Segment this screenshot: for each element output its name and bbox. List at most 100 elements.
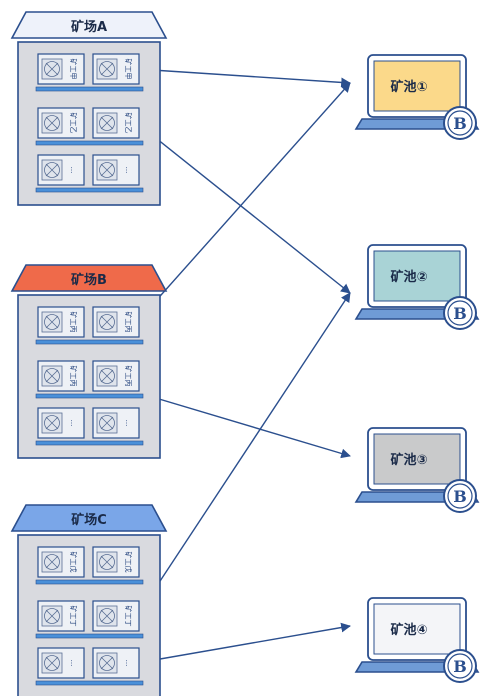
fan-blades	[45, 163, 59, 177]
miner-rig: 矿工戊	[92, 546, 140, 578]
miner-rig: 矿工甲	[37, 53, 85, 85]
bitcoin-symbol: B	[453, 304, 467, 323]
mining-farm-a: 矿场A矿工甲矿工甲矿工乙矿工乙......	[10, 11, 168, 206]
connection-arrow	[133, 622, 351, 667]
fan-blades	[45, 62, 59, 76]
miner-rig: 矿工甲	[92, 53, 140, 85]
bitcoin-ring	[447, 653, 473, 679]
fan-ring	[44, 608, 60, 624]
fan-blades	[45, 116, 59, 130]
miner-label: ...	[124, 660, 132, 667]
fan-ring	[44, 61, 60, 77]
fan-blades	[100, 62, 114, 76]
rack-shelf	[35, 579, 144, 585]
connection-arrow	[133, 82, 351, 326]
farm-label: 矿场C	[71, 512, 107, 528]
miner-label: ...	[69, 420, 77, 427]
fan-blades	[45, 369, 59, 383]
fan-ring	[44, 314, 60, 330]
fan-ring	[99, 162, 115, 178]
connection-line	[136, 68, 351, 88]
bitcoin-symbol: B	[453, 657, 467, 676]
rack-shelf	[35, 680, 144, 686]
bitcoin-ring	[447, 110, 473, 136]
fan-blades	[100, 609, 114, 623]
mining-pool-3: 矿池③ B	[354, 427, 480, 513]
bitcoin-ring	[447, 300, 473, 326]
miner-rig: 矿工乙	[92, 107, 140, 139]
miner-label: 矿工丁	[69, 606, 78, 627]
miner-rig: ...	[92, 407, 140, 439]
farm-roof	[10, 11, 168, 39]
rack-shelf	[35, 140, 144, 146]
miner-label: 矿工甲	[124, 59, 133, 80]
fan-ring	[99, 554, 115, 570]
fan-blades	[100, 116, 114, 130]
miner-rig: ...	[92, 647, 140, 679]
bitcoin-symbol: B	[453, 114, 467, 133]
miner-label: 矿工乙	[69, 113, 78, 134]
miner-rig: 矿工戊	[37, 546, 85, 578]
miner-rig: ...	[37, 647, 85, 679]
connection-line	[136, 122, 351, 294]
fan-ring	[99, 608, 115, 624]
miner-rig: 矿工丙	[37, 360, 85, 392]
connection-line	[136, 622, 351, 664]
connection-line	[136, 292, 351, 617]
fan-ring	[99, 655, 115, 671]
pool-label: 矿池①	[390, 79, 427, 95]
fan-ring	[44, 368, 60, 384]
miner-label: 矿工丙	[69, 312, 78, 333]
pool-label: 矿池④	[390, 622, 427, 638]
miner-label: ...	[69, 167, 77, 174]
fan-ring	[44, 162, 60, 178]
fan-blades	[45, 656, 59, 670]
miner-label: 矿工丙	[124, 312, 133, 333]
fan-blades	[100, 369, 114, 383]
fan-blades	[100, 315, 114, 329]
pool-label: 矿池③	[390, 452, 427, 468]
fan-ring	[99, 314, 115, 330]
connection-line	[136, 82, 351, 323]
connection-arrow	[133, 65, 351, 88]
rack-shelf	[35, 86, 144, 92]
miner-label: 矿工甲	[69, 59, 78, 80]
fan-blades	[100, 163, 114, 177]
miner-label: 矿工丙	[124, 366, 133, 387]
miner-rig: 矿工丙	[92, 360, 140, 392]
fan-ring	[99, 61, 115, 77]
fan-blades	[100, 656, 114, 670]
miner-rig: 矿工丁	[92, 600, 140, 632]
miner-rig: 矿工丙	[92, 306, 140, 338]
farm-roof	[10, 504, 168, 532]
miner-rig: 矿工丙	[37, 306, 85, 338]
miner-label: 矿工戊	[69, 552, 78, 573]
mining-pool-4: 矿池④ B	[354, 597, 480, 683]
fan-blades	[45, 555, 59, 569]
miner-label: ...	[124, 420, 132, 427]
fan-ring	[44, 554, 60, 570]
rack-shelf	[35, 393, 144, 399]
miner-rig: ...	[37, 407, 85, 439]
fan-ring	[99, 415, 115, 431]
miner-label: 矿工丙	[69, 366, 78, 387]
miner-label: 矿工丁	[124, 606, 133, 627]
farm-roof	[10, 264, 168, 292]
miner-label: 矿工戊	[124, 552, 133, 573]
fan-blades	[100, 416, 114, 430]
rack-shelf	[35, 339, 144, 345]
miner-rig: ...	[37, 154, 85, 186]
fan-ring	[99, 115, 115, 131]
fan-ring	[44, 655, 60, 671]
rack-shelf	[35, 440, 144, 446]
fan-blades	[45, 609, 59, 623]
miner-rig: 矿工乙	[37, 107, 85, 139]
connection-arrow	[133, 119, 351, 294]
rack-shelf	[35, 187, 144, 193]
fan-blades	[100, 555, 114, 569]
bitcoin-symbol: B	[453, 487, 467, 506]
miner-rig: 矿工丁	[37, 600, 85, 632]
rack-shelf	[35, 633, 144, 639]
